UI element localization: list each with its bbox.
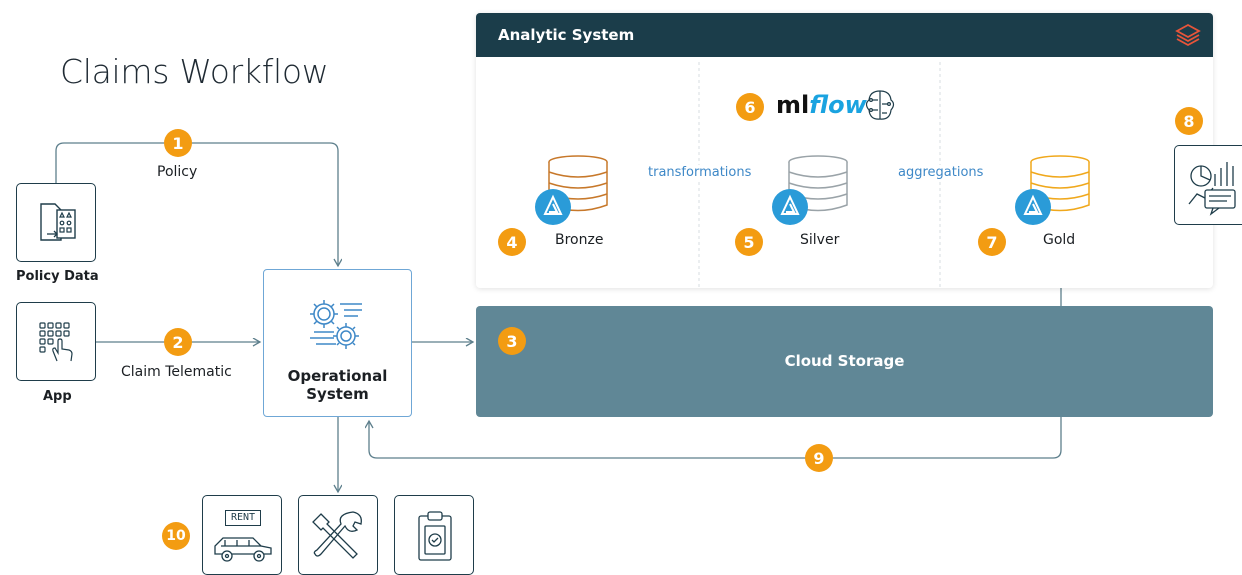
step-badge-6: 6 [736, 93, 764, 121]
bronze-delta-icon [535, 189, 571, 225]
operational-system-line2: System [306, 385, 369, 403]
step-badge-10: 10 [162, 522, 190, 550]
delta-badges [535, 189, 1051, 225]
app-label: App [43, 389, 72, 404]
policy-data-label: Policy Data [16, 269, 99, 284]
step-badge-3: 3 [498, 327, 526, 355]
step-badge-9: 9 [805, 444, 833, 472]
mlflow-flow: flow [809, 91, 867, 119]
rent-sign: RENT [225, 510, 261, 526]
step-badge-1: 1 [164, 129, 192, 157]
operational-system-line1: Operational [287, 367, 388, 385]
step-badge-4: 4 [498, 228, 526, 256]
silver-delta-icon [772, 189, 808, 225]
step-badge-2: 2 [164, 328, 192, 356]
repair-tools-box[interactable] [298, 495, 378, 575]
mlflow-ml: ml [776, 91, 810, 119]
databricks-stack-icon [1175, 23, 1201, 51]
step-badge-7: 7 [978, 228, 1006, 256]
clipboard-check-box[interactable] [394, 495, 474, 575]
operational-system-label: Operational System [264, 367, 411, 403]
app-box[interactable] [16, 302, 96, 381]
gold-feedback-connector [369, 283, 1062, 459]
policy-edge-label: Policy [157, 164, 198, 180]
bronze-label: Bronze [555, 232, 604, 248]
cloud-storage-block: Cloud Storage [476, 306, 1213, 417]
cloud-storage-label: Cloud Storage [784, 352, 905, 370]
gold-delta-icon [1015, 189, 1051, 225]
transformations-edge-label: transformations [646, 165, 754, 180]
mlflow-logo: mlflow [776, 91, 867, 119]
policy-connector [55, 142, 338, 266]
report-box[interactable] [1174, 145, 1242, 225]
analytic-system-panel: Analytic System [476, 13, 1213, 288]
operational-system-box[interactable]: Operational System [263, 269, 412, 417]
page-title: Claims Workflow [60, 52, 329, 91]
aggregations-edge-label: aggregations [896, 165, 986, 180]
gold-label: Gold [1043, 232, 1076, 248]
step-badge-8: 8 [1175, 107, 1203, 135]
step-badge-5: 5 [735, 228, 763, 256]
panel-title: Analytic System [498, 26, 635, 44]
policy-data-box[interactable] [16, 183, 96, 262]
panel-header: Analytic System [476, 13, 1213, 57]
claim-telematic-edge-label: Claim Telematic [121, 364, 232, 380]
silver-label: Silver [800, 232, 840, 248]
rental-car-box[interactable]: RENT [202, 495, 282, 575]
rent-sign-text: RENT [230, 512, 256, 523]
